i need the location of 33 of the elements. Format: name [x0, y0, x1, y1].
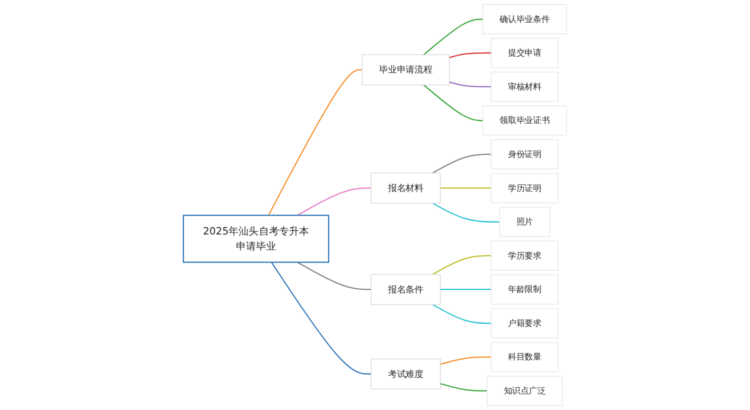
- connector: [440, 356, 492, 365]
- node-box: 科目数量: [490, 342, 558, 372]
- node-box: 2025年汕头自考专升本申请毕业: [182, 214, 330, 263]
- connector: [297, 188, 372, 216]
- connector: [449, 52, 492, 58]
- connector: [449, 81, 492, 88]
- connector: [432, 154, 492, 174]
- connector: [423, 84, 483, 122]
- node-box: 考试难度: [370, 358, 441, 390]
- connector: [440, 188, 492, 189]
- node-box: 知识点广泛: [486, 376, 563, 406]
- connector: [440, 383, 487, 392]
- node-box: 户籍要求: [490, 308, 558, 338]
- node-box: 身份证明: [490, 139, 558, 170]
- node-box: 确认毕业条件: [482, 4, 567, 34]
- connector: [271, 262, 372, 375]
- connector: [432, 255, 492, 275]
- connector: [297, 262, 372, 290]
- node-box: 毕业申请流程: [362, 54, 450, 86]
- connector: [432, 202, 500, 222]
- node-box: 学历要求: [490, 240, 558, 271]
- node-box: 报名条件: [370, 274, 441, 305]
- node-box: 审核材料: [490, 72, 558, 102]
- connector: [423, 18, 483, 56]
- node-box: 领取毕业证书: [482, 106, 567, 136]
- node-box: 年龄限制: [490, 274, 558, 304]
- node-box: 报名材料: [370, 172, 441, 204]
- node-box: 学历证明: [490, 173, 558, 204]
- connector: [440, 288, 492, 290]
- node-box: 照片: [499, 206, 550, 237]
- node-box: 提交申请: [490, 38, 558, 68]
- connector: [268, 69, 362, 216]
- connector: [432, 304, 492, 324]
